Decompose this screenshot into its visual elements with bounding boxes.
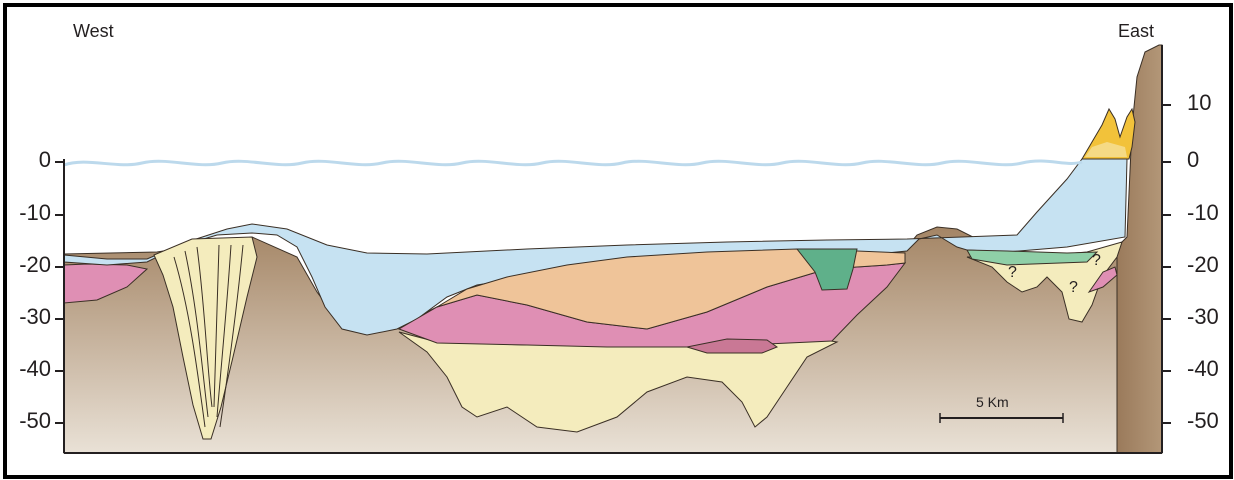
scale-bar-label: 5 Km: [976, 394, 1009, 410]
east-bluff: [1117, 45, 1162, 453]
right-axis-tick-1: 0: [1187, 147, 1233, 173]
query-mark-2: ?: [1069, 279, 1078, 296]
sea-surface-line: [64, 161, 1082, 165]
right-axis-tick-6: -50: [1187, 408, 1233, 434]
right-axis-tick-3: -20: [1187, 252, 1233, 278]
east-label: East: [1118, 21, 1154, 42]
query-mark-1: ?: [1008, 264, 1017, 281]
diagram-frame: ? ? ? West East 0 -10 -20 -30 -40 -50 10…: [3, 3, 1233, 479]
cross-section-svg: ? ? ?: [7, 7, 1233, 479]
left-axis-tick-1: -10: [7, 200, 51, 226]
right-axis-tick-4: -30: [1187, 304, 1233, 330]
west-label: West: [73, 21, 114, 42]
right-axis-tick-0: 10: [1187, 90, 1233, 116]
left-axis-tick-2: -20: [7, 252, 51, 278]
left-axis-tick-5: -50: [7, 408, 51, 434]
query-mark-3: ?: [1092, 252, 1101, 269]
left-axis-tick-3: -30: [7, 304, 51, 330]
left-axis-tick-4: -40: [7, 356, 51, 382]
right-axis-tick-5: -40: [1187, 356, 1233, 382]
right-axis-tick-2: -10: [1187, 200, 1233, 226]
left-axis-tick-0: 0: [7, 147, 51, 173]
